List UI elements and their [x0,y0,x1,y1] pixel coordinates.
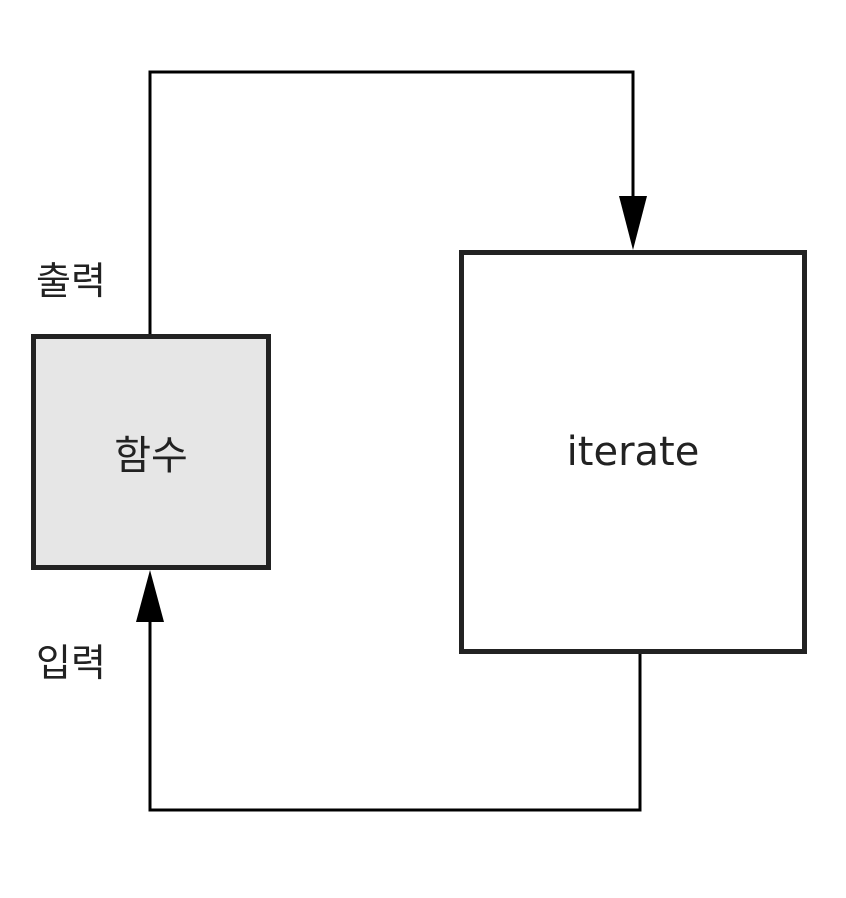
output-arrow-head [619,196,647,250]
function-node-label: 함수 [114,433,188,479]
iterate-node-label: iterate [566,429,700,475]
function-node: 함수 [31,334,271,570]
iterate-node: iterate [459,250,807,654]
input-arrow-line [148,610,642,812]
input-arrow-head [136,570,164,622]
output-edge-label: 출력 [36,259,106,303]
input-edge-label: 입력 [36,641,106,685]
output-arrow-line [148,70,635,334]
